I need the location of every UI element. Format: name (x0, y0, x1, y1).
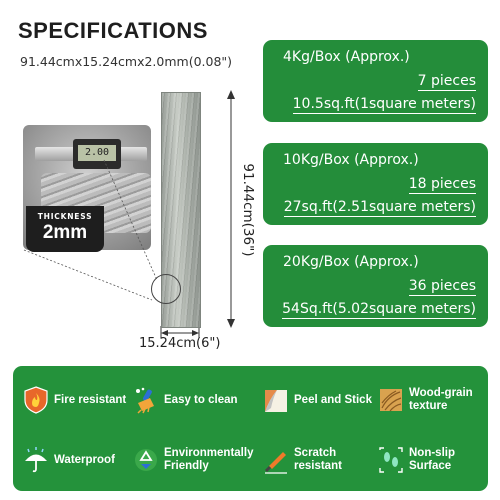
width-arrow-right (192, 330, 199, 336)
box-weight: 4Kg/Box (Approx.) (283, 49, 410, 65)
peel-stick-icon (265, 390, 287, 412)
callout-line-bottom (23, 249, 153, 301)
feature-easy-to-clean: Easy to clean (133, 386, 238, 414)
feature-label: Peel and Stick (294, 393, 372, 406)
box-area: 10.5sq.ft(1square meters) (292, 96, 476, 114)
box-pieces: 7 pieces (417, 73, 476, 91)
feature-label: Waterproof (54, 453, 115, 466)
cleaning-brush-icon (136, 387, 154, 414)
box-weight: 10Kg/Box (Approx.) (283, 152, 419, 168)
thickness-value: 2mm (42, 222, 88, 243)
box-pieces: 36 pieces (408, 278, 476, 296)
features-panel: Fire resistant Easy to clean Peel and St… (13, 366, 488, 491)
recycle-icon (135, 449, 157, 471)
box-area: 54Sq.ft(5.02square meters) (282, 301, 476, 319)
feature-label: Easy to clean (164, 393, 238, 406)
feature-fire-resistant: Fire resistant (23, 386, 126, 414)
thickness-label: THICKNESS (37, 212, 93, 221)
feature-waterproof: Waterproof (23, 446, 115, 474)
box-spec-10kg: 10Kg/Box (Approx.) 18 pieces 27sq.ft(2.5… (263, 143, 488, 225)
length-arrow-top (227, 90, 235, 99)
knife-scratch-icon (264, 452, 287, 474)
fire-shield-icon (24, 386, 48, 414)
callout-line-top (103, 159, 158, 281)
umbrella-icon (25, 447, 47, 473)
dimensions-text: 91.44cmx15.24cmx2.0mm(0.08") (20, 54, 233, 69)
footprints-icon (379, 447, 403, 473)
width-label: 15.24cm(6") (139, 336, 221, 351)
width-arrow-left (161, 330, 168, 336)
thickness-badge: THICKNESS 2mm (26, 206, 104, 252)
zoom-circle (151, 274, 181, 304)
wood-grain-icon (380, 389, 402, 412)
page-title: SPECIFICATIONS (18, 18, 208, 43)
box-spec-20kg: 20Kg/Box (Approx.) 36 pieces 54Sq.ft(5.0… (263, 245, 488, 327)
feature-label: Fire resistant (54, 393, 127, 406)
feature-peel-and-stick: Peel and Stick (263, 386, 372, 414)
box-area: 27sq.ft(2.51square meters) (283, 199, 476, 217)
box-weight: 20Kg/Box (Approx.) (283, 254, 419, 270)
length-label: 91.44cm(36") (240, 163, 256, 257)
length-arrow-bottom (227, 319, 235, 328)
box-pieces: 18 pieces (408, 176, 476, 194)
box-spec-4kg: 4Kg/Box (Approx.) 7 pieces 10.5sq.ft(1sq… (263, 40, 488, 122)
caliper-display: 2.00 (73, 139, 121, 169)
caliper-reading: 2.00 (78, 145, 116, 161)
